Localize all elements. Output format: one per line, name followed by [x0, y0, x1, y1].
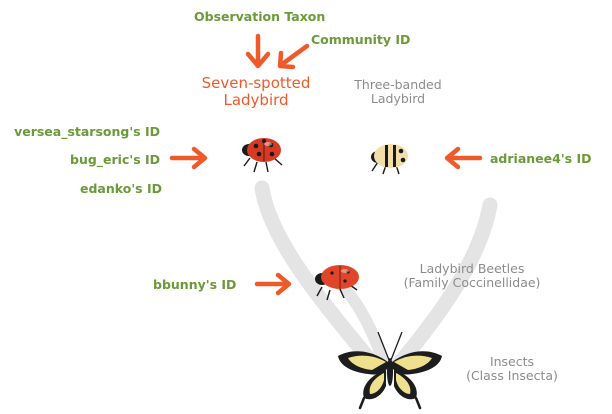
identifier-versea-starsong: versea_starsong's ID [14, 124, 160, 139]
taxon-insects: Insects (Class Insecta) [452, 354, 572, 384]
taxon-ladybird-beetles: Ladybird Beetles (Family Coccinellidae) [392, 261, 552, 291]
ladybird-icon [242, 138, 283, 173]
swallowtail-butterfly-icon [338, 331, 442, 410]
taxon-rank: Ladybird [223, 91, 289, 110]
taxon-seven-spotted-ladybird: Seven-spotted Ladybird [192, 74, 320, 110]
arrow-icon [245, 33, 271, 69]
taxon-name: Three-banded [354, 77, 442, 92]
identifier-bug-eric: bug_eric's ID [70, 152, 161, 167]
identifier-adrianee4: adrianee4's ID [490, 151, 592, 166]
identifier-edanko: edanko's ID [80, 181, 162, 196]
taxon-name: Insects [489, 354, 535, 369]
arrow-icon [169, 146, 208, 170]
taxon-three-banded-ladybird: Three-banded Ladybird [338, 77, 458, 107]
observation-taxon-label: Observation Taxon [194, 9, 326, 24]
arrow-icon [254, 272, 292, 296]
ladybird-beetle-icon [315, 265, 359, 301]
taxon-name: Ladybird Beetles [419, 261, 525, 276]
taxon-name: Seven-spotted [201, 74, 311, 92]
branch-seven-spotted [254, 180, 388, 380]
arrow-icon [444, 146, 483, 170]
community-id-label: Community ID [311, 32, 411, 47]
identifier-bbunny: bbunny's ID [153, 277, 237, 292]
three-banded-ladybird-icon [371, 144, 408, 175]
taxon-rank: (Family Coccinellidae) [403, 275, 541, 291]
arrow-icon [277, 43, 310, 70]
taxon-rank: Ladybird [370, 91, 426, 107]
branch-three-banded [390, 197, 498, 373]
taxon-rank: (Class Insecta) [466, 368, 558, 384]
